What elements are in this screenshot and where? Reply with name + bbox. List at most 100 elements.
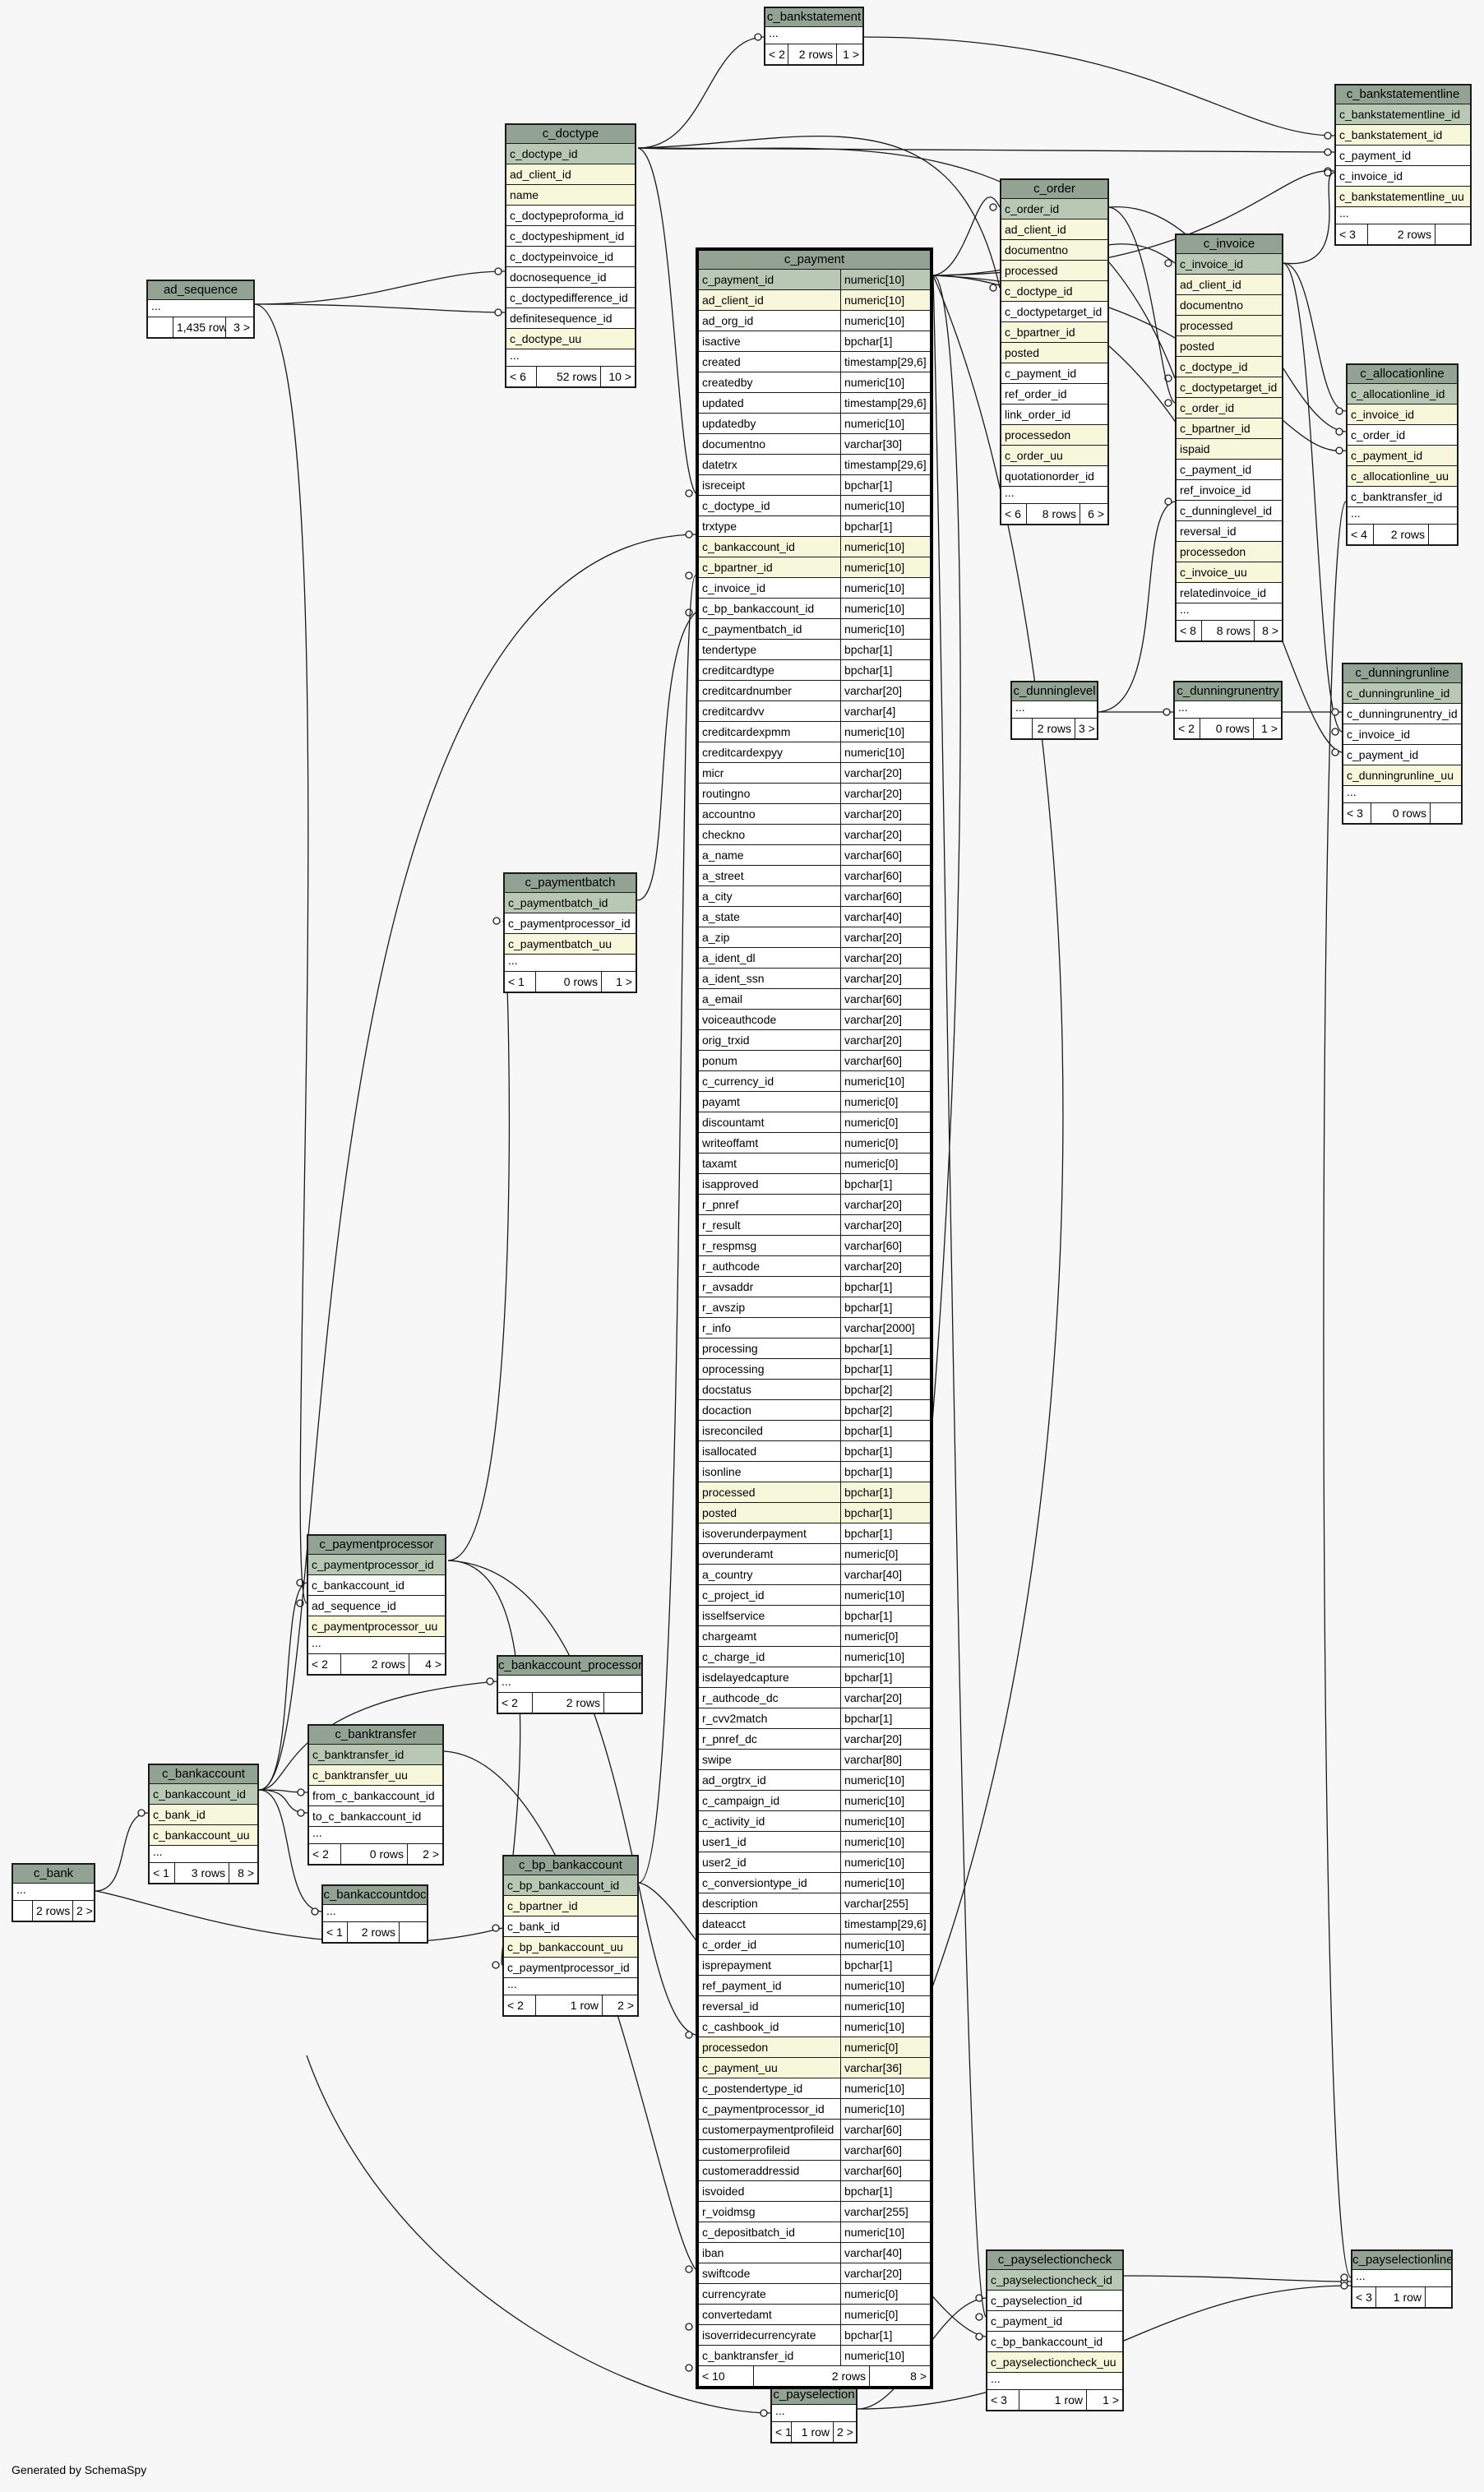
children-count[interactable]: 8 > [910,2369,927,2383]
parents-count[interactable]: < 6 [1001,504,1027,524]
column-row[interactable]: ad_client_id [506,164,635,185]
parents-count[interactable]: < 8 [1177,621,1202,640]
column-row[interactable]: c_paymentprocessor_id [504,1958,637,1978]
children-count[interactable]: 1 > [616,975,632,988]
column-row[interactable]: c_doctype_id [1001,281,1107,302]
column-row[interactable]: c_payselectioncheck_uu [987,2352,1122,2373]
column-row[interactable]: c_bankstatementline_id [1336,104,1470,125]
column-row[interactable]: posted [1177,336,1282,357]
children-count[interactable] [1429,525,1457,544]
column-row[interactable]: c_payment_id [1343,745,1461,765]
column-row[interactable]: c_bankaccount_id [150,1784,257,1805]
children-count[interactable]: 6 > [1088,507,1104,520]
column-row[interactable]: documentno [1001,240,1107,261]
column-row[interactable]: c_bankstatementline_uu [1336,187,1470,207]
parents-count[interactable]: < 10 [699,2366,754,2386]
table-title[interactable]: c_bankaccount_processor [498,1657,641,1676]
column-row[interactable]: c_order_id [1001,199,1107,220]
column-row[interactable]: c_bpartner_id [1177,418,1282,439]
table-title[interactable]: c_order [1001,180,1107,199]
column-row[interactable]: name [506,185,635,206]
column-row[interactable]: c_order_uu [1001,446,1107,466]
column-row[interactable]: from_c_bankaccount_id [309,1786,442,1806]
parents-count[interactable] [148,317,173,337]
column-row[interactable]: c_bpartner_id [1001,322,1107,343]
column-row[interactable]: ref_invoice_id [1177,480,1282,501]
column-row[interactable]: c_payment_id [1177,460,1282,480]
column-row[interactable]: c_dunningrunline_id [1343,683,1461,704]
parents-count[interactable]: < 2 [309,1844,341,1864]
column-row[interactable]: c_payment_id [1336,146,1470,166]
column-row[interactable]: processedon [1177,542,1282,562]
parents-count[interactable]: < 1 [323,1922,348,1942]
table-title[interactable]: c_payselection [772,2386,856,2405]
column-row[interactable]: c_banktransfer_uu [309,1765,442,1786]
parents-count[interactable]: < 6 [506,367,537,386]
column-row[interactable]: c_doctype_id [1177,357,1282,377]
children-count[interactable]: 1 > [1261,722,1278,735]
children-count[interactable]: 3 > [1079,722,1095,735]
table-title[interactable]: c_bankaccount [150,1765,257,1784]
table-title[interactable]: c_dunningrunentry [1175,682,1281,701]
column-row[interactable]: c_order_id [1348,425,1457,446]
parents-count[interactable]: < 1 [772,2422,792,2442]
column-row[interactable]: c_bp_bankaccount_uu [504,1937,637,1958]
column-row[interactable]: processed [1177,316,1282,336]
column-row[interactable]: c_dunningrunentry_id [1343,704,1461,724]
children-count[interactable]: 2 > [837,2425,853,2439]
children-count[interactable]: 8 > [238,1866,254,1879]
children-count[interactable]: 8 > [1262,624,1278,637]
table-title[interactable]: ad_sequence [148,281,253,300]
column-row[interactable]: posted [1001,343,1107,363]
column-row[interactable]: c_invoice_uu [1177,562,1282,583]
column-row[interactable]: c_doctypedifference_id [506,288,635,308]
column-row[interactable]: c_invoice_id [1177,254,1282,275]
table-title[interactable]: c_doctype [506,125,635,144]
table-title[interactable]: c_bank [13,1865,94,1884]
table-title[interactable]: c_dunningrunline [1343,664,1461,683]
parents-count[interactable]: < 1 [505,972,536,992]
